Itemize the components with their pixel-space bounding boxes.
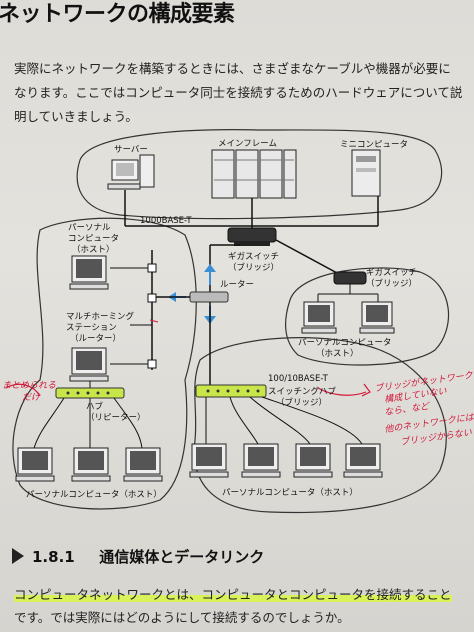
pc-host-left-label-2: コンピュータ — [68, 234, 120, 244]
section-title: 通信媒体とデータリンク — [99, 548, 265, 566]
router-device — [189, 291, 229, 303]
handwritten-note-left-2: だけ — [22, 393, 41, 403]
giga-switch-main-label-1: ギガスイッチ — [228, 252, 280, 262]
giga-switch-right-label-1: ギガスイッチ — [366, 268, 418, 278]
pc-left-host — [69, 255, 109, 290]
switching-hub-label-2: スイッチングハブ — [268, 387, 337, 397]
paragraph-line-2: なります。ここではコンピュータ同士を接続するためのハードウェアについて説 — [14, 85, 463, 100]
handwritten-note-left-1: まとめられる — [2, 381, 57, 391]
giga-switch-right-label-2: （ブリッジ） — [366, 279, 418, 289]
pc-bottom-right-3 — [293, 443, 333, 478]
pc-bottom-right-1 — [189, 443, 229, 478]
pc-bottom-left-2 — [71, 447, 111, 482]
cable-1000base-label: 1000BASE-T — [140, 216, 192, 226]
pc-host-right-label-1: パーソナルコンピュータ — [298, 338, 392, 348]
pc-bottom-right-2 — [241, 443, 281, 478]
giga-switch-main — [227, 227, 277, 246]
router-label: ルーター — [220, 280, 255, 290]
section-number: 1.8.1 — [32, 548, 75, 566]
page-title: ネットワークの構成要素 — [0, 2, 235, 27]
left-group-outline — [12, 217, 197, 510]
bottom-line-1-text: コンピュータネットワークとは、コンピュータとコンピュータを接続すること — [14, 587, 452, 602]
giga-switch-main-label-2: （ブリッジ） — [228, 263, 280, 273]
pc-host-bottom-left-label: パーソナルコンピュータ（ホスト） — [26, 490, 162, 500]
hub-label-2: （リピーター） — [86, 413, 146, 423]
pc-right-2 — [359, 301, 395, 334]
top-group-outline — [76, 129, 443, 220]
minicomputer — [351, 149, 381, 197]
multihoming-label-2: ステーション — [66, 323, 117, 333]
hub-label-1: ハブ — [86, 402, 104, 412]
pc-bottom-left-1 — [15, 447, 55, 482]
bottom-line-2: です。では実際にはどのようにして接続するのでしょうか。 — [14, 610, 350, 625]
section-heading: 1.8.1 通信媒体とデータリンク — [32, 546, 264, 567]
bottom-line-1: コンピュータネットワークとは、コンピュータとコンピュータを接続すること — [14, 584, 454, 603]
handwritten-arrow-right — [317, 387, 367, 396]
server-label: サーバー — [114, 145, 148, 155]
section-marker-icon — [12, 548, 24, 564]
hub-repeater — [55, 387, 125, 399]
switching-hub-label-3: （ブリッジ） — [276, 398, 328, 408]
giga-switch-right — [333, 271, 367, 285]
paragraph-line-3: 明していきましょう。 — [14, 109, 138, 124]
bottom-group-outline — [193, 337, 447, 514]
pc-right-1 — [301, 301, 337, 334]
server-computer — [107, 154, 155, 190]
pc-host-left-label-3: （ホスト） — [72, 245, 115, 255]
pc-host-right-label-2: （ホスト） — [316, 349, 359, 359]
mainframe-computer — [211, 149, 297, 199]
pc-host-bottom-right-label: パーソナルコンピュータ（ホスト） — [222, 488, 358, 498]
handwritten-bracket-left — [5, 383, 41, 397]
right-group-outline — [285, 267, 450, 366]
pc-bottom-left-3 — [123, 447, 163, 482]
pc-host-left-label-1: パーソナル — [68, 223, 111, 233]
minicomputer-label: ミニコンピュータ — [340, 140, 409, 150]
multihoming-label-1: マルチホーミング — [66, 312, 135, 322]
paragraph-line-1: 実際にネットワークを構築するときには、さまざまなケーブルや機器が必要に — [14, 61, 451, 76]
switching-hub-label-1: 100/10BASE-T — [268, 374, 328, 384]
mainframe-label: メインフレーム — [218, 139, 277, 149]
switching-hub — [195, 384, 267, 398]
handwritten-underline — [149, 319, 159, 323]
multihoming-label-3: （ルーター） — [70, 334, 122, 344]
pc-bottom-right-4 — [343, 443, 383, 478]
pc-multihoming — [69, 347, 109, 382]
